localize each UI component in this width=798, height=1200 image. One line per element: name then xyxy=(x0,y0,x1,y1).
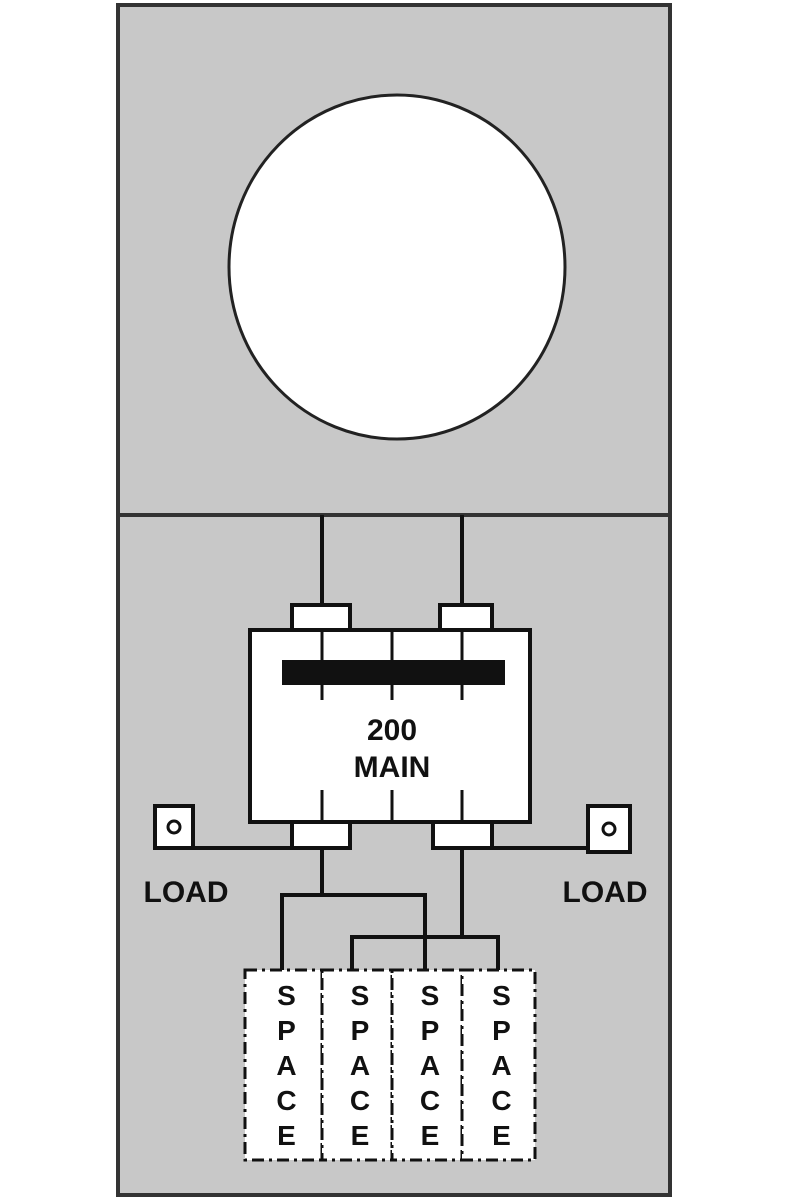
space-letter: A xyxy=(276,1050,296,1081)
space-letter: P xyxy=(492,1015,511,1046)
load-terminal-left xyxy=(290,820,352,850)
space-letter: A xyxy=(491,1050,511,1081)
space-letter: A xyxy=(350,1050,370,1081)
load-terminal-right xyxy=(431,820,494,850)
line-terminal-right xyxy=(438,603,494,632)
space-letter: C xyxy=(491,1085,511,1116)
space-letter: C xyxy=(276,1085,296,1116)
space-slot-outline xyxy=(460,968,537,1162)
space-letter: A xyxy=(420,1050,440,1081)
breaker-rating: 200 xyxy=(367,714,417,747)
space-letter: S xyxy=(492,980,511,1011)
lug-icon xyxy=(166,819,182,835)
line-terminal-left xyxy=(290,603,352,632)
load-lug-right: LOAD xyxy=(492,804,648,909)
space-letter: P xyxy=(421,1015,440,1046)
space-letter: S xyxy=(421,980,440,1011)
space-letter: S xyxy=(277,980,296,1011)
space-slot-outline xyxy=(243,968,324,1162)
space-letter: P xyxy=(351,1015,370,1046)
breaker-label: MAIN xyxy=(354,751,431,784)
space-letter: P xyxy=(277,1015,296,1046)
load-label-left: LOAD xyxy=(144,876,229,909)
load-lug-left: LOAD xyxy=(144,804,292,909)
lug-icon xyxy=(601,821,617,837)
space-letter: E xyxy=(492,1120,511,1151)
space-letter: E xyxy=(351,1120,370,1151)
load-label-right: LOAD xyxy=(563,876,648,909)
space-letter: C xyxy=(420,1085,440,1116)
bus-wires xyxy=(280,848,500,970)
space-letter: E xyxy=(277,1120,296,1151)
main-breaker: 200 MAIN xyxy=(248,628,532,824)
space-letter: S xyxy=(351,980,370,1011)
space-slot-outline xyxy=(320,968,394,1162)
space-slot-outline xyxy=(390,968,464,1162)
meter-socket xyxy=(227,93,567,441)
space-letter: C xyxy=(350,1085,370,1116)
line-wires xyxy=(320,515,464,605)
space-letter: E xyxy=(421,1120,440,1151)
